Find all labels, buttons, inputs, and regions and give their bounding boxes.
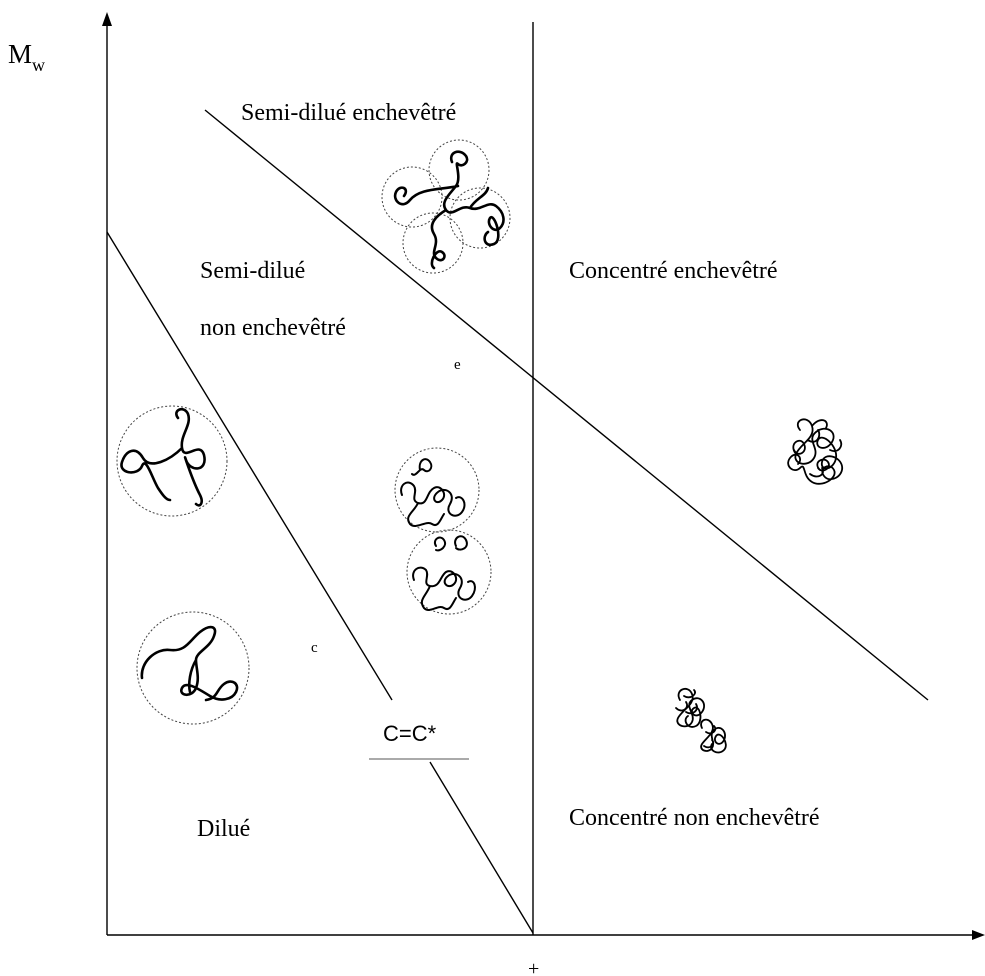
region-label-dilute: Dilué xyxy=(197,816,250,842)
y-axis-arrow xyxy=(102,12,112,26)
overlap-boundary-line-lower xyxy=(429,761,534,934)
region-label-semi-dilute: Semi-dilué xyxy=(200,258,305,284)
semi-dilute-coil-upper xyxy=(394,447,480,533)
boundary-label-c-star: C=C* xyxy=(383,721,437,746)
boundary-label-c-small: c xyxy=(311,640,318,656)
boundary-label-ce: e xyxy=(454,357,461,373)
semi-dilute-entangled-coils xyxy=(381,139,511,274)
y-axis-label: Mw xyxy=(8,39,45,75)
dilute-coil-upper xyxy=(116,405,228,517)
region-label-semi-dilute-entangled: Semi-dilué enchevêtré xyxy=(241,100,456,126)
region-label-non-entangled: non enchevêtré xyxy=(200,315,346,341)
dilute-coil-lower xyxy=(136,611,250,725)
semi-dilute-coil-lower xyxy=(406,529,492,615)
x-axis-arrow xyxy=(972,930,985,940)
entanglement-boundary-line xyxy=(204,109,929,701)
overlap-boundary-line-upper xyxy=(106,231,393,701)
x-axis-label: + xyxy=(528,958,539,976)
region-label-concentrated-entangled: Concentré enchevêtré xyxy=(569,258,778,284)
region-label-concentrated-non-entangled: Concentré non enchevêtré xyxy=(569,805,820,831)
concentrated-non-entangled-blobs xyxy=(675,687,727,754)
concentrated-entangled-blob xyxy=(787,418,843,485)
